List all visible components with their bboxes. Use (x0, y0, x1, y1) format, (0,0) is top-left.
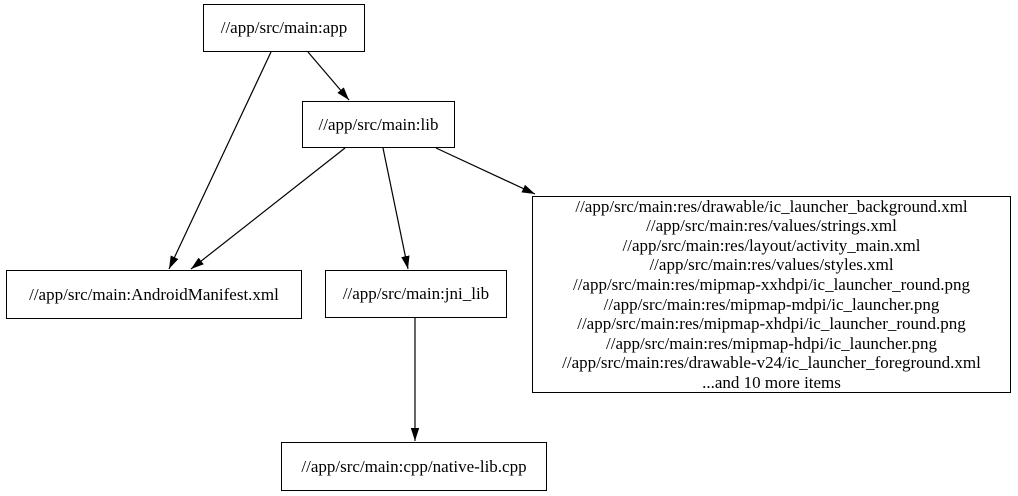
node-cpp-native-lib-label: //app/src/main:cpp/native-lib.cpp (301, 456, 527, 476)
res-item: //app/src/main:res/values/strings.xml (646, 216, 897, 236)
res-item: //app/src/main:res/drawable/ic_launcher_… (575, 196, 968, 216)
node-jni-lib-label: //app/src/main:jni_lib (342, 284, 490, 304)
node-app-label: //app/src/main:app (220, 18, 348, 38)
res-item: //app/src/main:res/mipmap-xxhdpi/ic_laun… (572, 274, 971, 294)
res-item: //app/src/main:res/layout/activity_main.… (622, 235, 921, 255)
node-lib-label: //app/src/main:lib (318, 114, 439, 134)
node-android-manifest: //app/src/main:AndroidManifest.xml (6, 270, 302, 319)
node-app: //app/src/main:app (203, 4, 365, 52)
node-android-manifest-label: //app/src/main:AndroidManifest.xml (29, 284, 279, 304)
node-res-group: //app/src/main:res/drawable/ic_launcher_… (532, 196, 1011, 393)
edge-app-lib (307, 51, 350, 101)
edge-lib-res (435, 147, 536, 195)
node-lib: //app/src/main:lib (302, 101, 455, 148)
edge-app-manifest (168, 51, 272, 270)
res-item: //app/src/main:res/drawable-v24/ic_launc… (562, 353, 981, 373)
node-cpp-native-lib: //app/src/main:cpp/native-lib.cpp (281, 442, 547, 491)
edge-lib-manifest (190, 147, 346, 270)
res-item: //app/src/main:res/mipmap-mdpi/ic_launch… (603, 294, 940, 314)
res-item: //app/src/main:res/mipmap-hdpi/ic_launch… (606, 333, 937, 353)
edge-lib-jni-lib (382, 147, 410, 270)
node-jni-lib: //app/src/main:jni_lib (325, 270, 507, 318)
res-item: //app/src/main:res/values/styles.xml (649, 255, 894, 275)
res-item: //app/src/main:res/mipmap-xhdpi/ic_launc… (577, 314, 966, 334)
res-more-items: ...and 10 more items (702, 372, 841, 392)
